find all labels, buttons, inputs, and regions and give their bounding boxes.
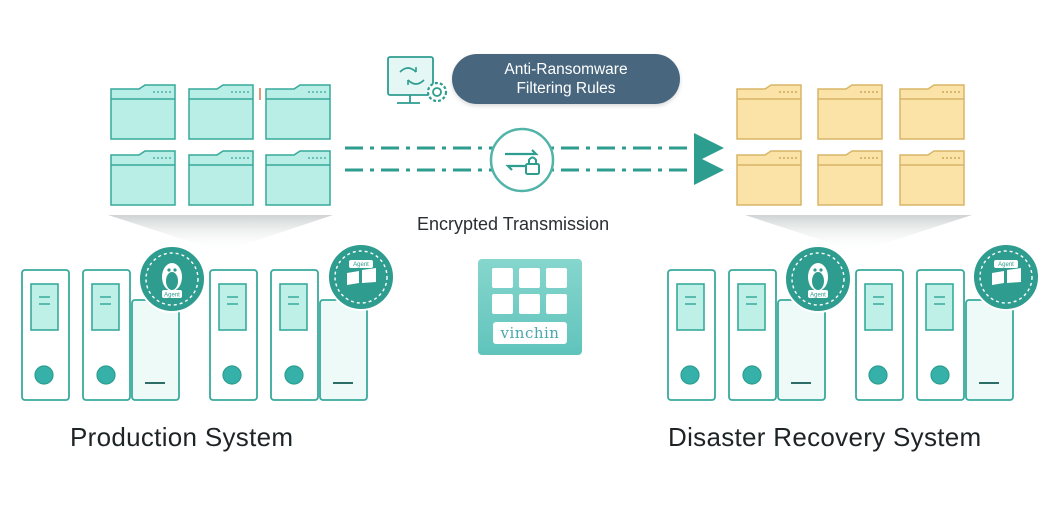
server-icon: [667, 269, 716, 401]
production-folders: [110, 84, 331, 206]
folder-icon: [188, 84, 261, 140]
server-icon: [965, 299, 1014, 401]
folder-icon: [736, 150, 802, 206]
agent-badge-text: Agent: [164, 293, 180, 299]
server-icon: [131, 299, 180, 401]
encryption-lock-icon: [489, 127, 555, 193]
agent-badge-text: Agent: [998, 262, 1014, 268]
windows-agent-icon: Agent: [327, 243, 395, 311]
folder-icon: [817, 84, 883, 140]
encrypted-transmission-label: Encrypted Transmission: [417, 214, 610, 234]
server-icon: [916, 269, 965, 401]
folder-icon: [265, 150, 331, 206]
windows-agent-icon: Agent: [972, 243, 1040, 311]
agent-badge-text: Agent: [353, 262, 369, 268]
folder-icon: [188, 150, 254, 206]
agent-badge-text: Agent: [810, 293, 826, 299]
server-icon: [728, 269, 777, 401]
server-icon: [21, 269, 70, 401]
folder-icon: [899, 150, 965, 206]
dr-servers: [667, 269, 1014, 401]
folder-icon: [817, 150, 883, 206]
production-system-label: Production System: [70, 422, 294, 452]
server-icon: [270, 269, 319, 401]
folder-icon: [265, 84, 331, 140]
dr-funnel: [745, 215, 972, 252]
server-icon: [82, 269, 131, 401]
filtering-rules-line1: Anti-Ransomware: [504, 61, 628, 78]
dr-folders: [736, 84, 965, 206]
server-icon: [777, 299, 826, 401]
folder-icon: [736, 84, 802, 140]
folder-icon: [110, 84, 176, 140]
filtering-rules-pill: Anti-Ransomware Filtering Rules: [452, 54, 680, 104]
folder-icon: [110, 150, 176, 206]
linux-agent-icon: Agent: [138, 245, 206, 313]
filtering-rules-line2: Filtering Rules: [516, 80, 616, 97]
vinchin-wordmark: vinchin: [493, 322, 567, 344]
server-icon: [319, 299, 368, 401]
server-icon: [855, 269, 904, 401]
settings-sync-monitor-icon: [387, 56, 448, 104]
folder-icon: [899, 84, 965, 140]
production-servers: [21, 269, 368, 401]
linux-agent-icon: Agent: [784, 245, 852, 313]
server-icon: [209, 269, 258, 401]
production-funnel: [108, 215, 333, 252]
dr-system-label: Disaster Recovery System: [668, 422, 982, 452]
